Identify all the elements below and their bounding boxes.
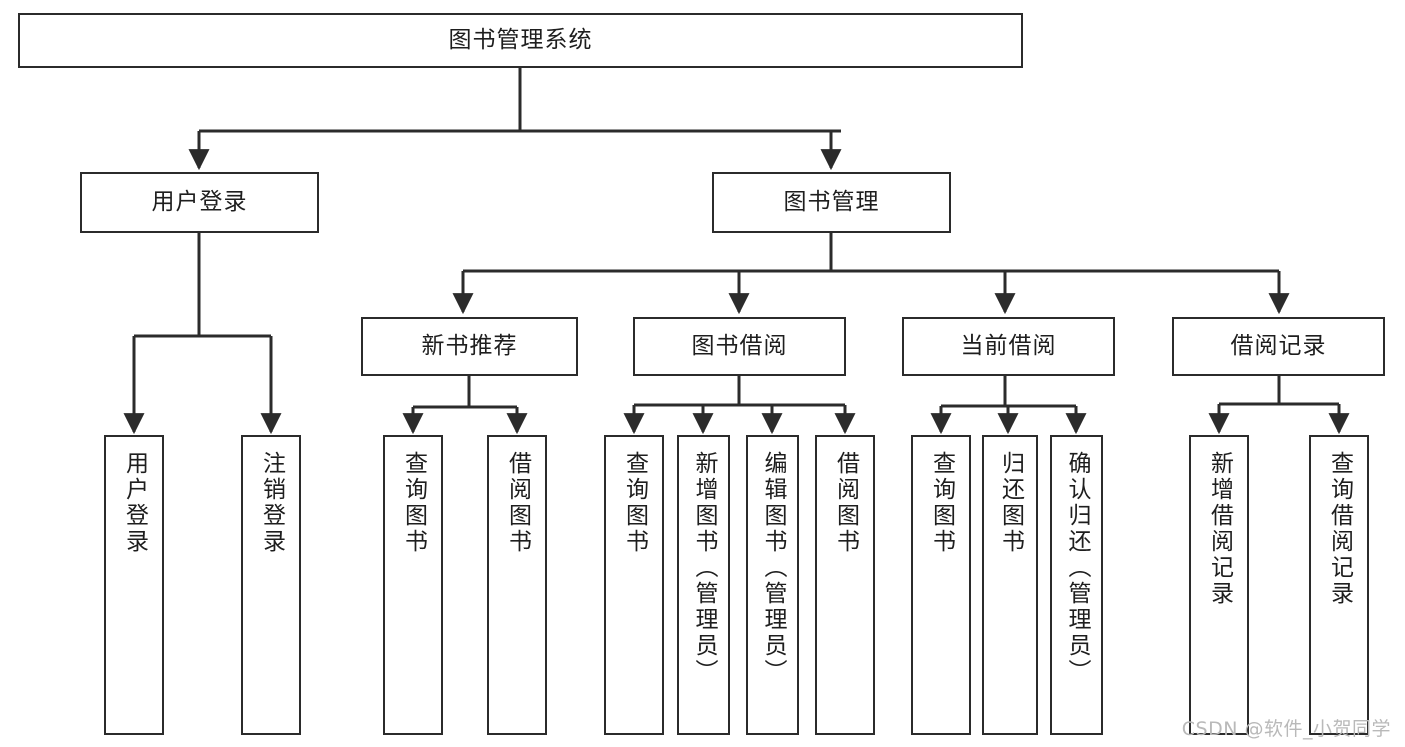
node-label: 图书借阅 [691, 333, 788, 360]
node-label: 确认归还（管理员） [1064, 451, 1090, 685]
leaf-user-login-login[interactable]: 用户登录 [104, 435, 164, 735]
node-label: 归还图书 [997, 451, 1024, 555]
node-book-borrow[interactable]: 图书借阅 [633, 317, 846, 376]
leaf-borrow-edit-book-admin[interactable]: 编辑图书（管理员） [746, 435, 799, 735]
node-label: 图书管理 [783, 189, 880, 216]
node-label: 查询图书 [621, 451, 648, 555]
node-label: 借阅记录 [1230, 333, 1327, 360]
node-label: 用户登录 [121, 451, 148, 555]
node-label: 查询图书 [400, 451, 427, 555]
leaf-record-add-record[interactable]: 新增借阅记录 [1189, 435, 1249, 735]
leaf-recommend-query-book[interactable]: 查询图书 [383, 435, 443, 735]
node-label: 借阅图书 [504, 451, 531, 555]
leaf-current-return-book[interactable]: 归还图书 [982, 435, 1038, 735]
node-label: 查询借阅记录 [1326, 451, 1353, 607]
node-label: 新增图书（管理员） [691, 451, 717, 685]
leaf-current-confirm-return-admin[interactable]: 确认归还（管理员） [1050, 435, 1103, 735]
node-label: 新增借阅记录 [1206, 451, 1233, 607]
node-label: 编辑图书（管理员） [760, 451, 786, 685]
leaf-user-login-logout[interactable]: 注销登录 [241, 435, 301, 735]
csdn-watermark: CSDN @软件_小贺同学 [1181, 718, 1391, 740]
leaf-borrow-add-book-admin[interactable]: 新增图书（管理员） [677, 435, 730, 735]
leaf-recommend-borrow-book[interactable]: 借阅图书 [487, 435, 547, 735]
leaf-borrow-borrow-book[interactable]: 借阅图书 [815, 435, 875, 735]
node-label: 用户登录 [151, 189, 248, 216]
node-current-borrow[interactable]: 当前借阅 [902, 317, 1115, 376]
node-label: 当前借阅 [960, 333, 1057, 360]
leaf-current-query-book[interactable]: 查询图书 [911, 435, 971, 735]
node-label: 借阅图书 [832, 451, 859, 555]
node-user-login[interactable]: 用户登录 [80, 172, 319, 233]
node-borrow-record[interactable]: 借阅记录 [1172, 317, 1385, 376]
leaf-borrow-query-book[interactable]: 查询图书 [604, 435, 664, 735]
node-book-management[interactable]: 图书管理 [712, 172, 951, 233]
node-label: 注销登录 [258, 451, 285, 555]
leaf-record-query-record[interactable]: 查询借阅记录 [1309, 435, 1369, 735]
node-label: 新书推荐 [421, 333, 518, 360]
node-new-book-recommend[interactable]: 新书推荐 [361, 317, 578, 376]
node-label: 图书管理系统 [448, 27, 593, 54]
node-root-system[interactable]: 图书管理系统 [18, 13, 1023, 68]
node-label: 查询图书 [928, 451, 955, 555]
